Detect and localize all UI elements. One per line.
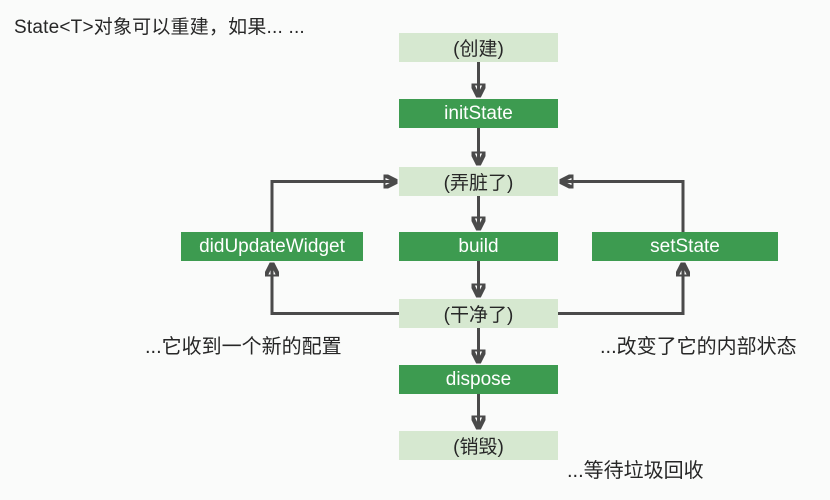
node-created: (创建) xyxy=(399,33,558,62)
node-clean: (干净了) xyxy=(399,299,558,328)
node-setstate: setState xyxy=(592,232,778,261)
annotation-garbage-collect: ...等待垃圾回收 xyxy=(567,460,704,482)
node-build: build xyxy=(399,232,558,261)
diagram-title: State<T>对象可以重建，如果... ... xyxy=(14,17,305,38)
arrow-clean-to-didupdatewidget xyxy=(272,264,399,315)
node-initstate: initState xyxy=(399,99,558,128)
arrow-setstate-to-dirty xyxy=(561,182,685,232)
arrow-didupdatewidget-to-dirty xyxy=(270,182,396,232)
node-destroyed: (销毁) xyxy=(399,431,558,460)
node-dirty: (弄脏了) xyxy=(399,167,558,196)
annotation-internal-state: ...改变了它的内部状态 xyxy=(600,336,797,358)
node-didupdatewidget: didUpdateWidget xyxy=(181,232,363,261)
annotation-new-configuration: ...它收到一个新的配置 xyxy=(145,336,342,358)
node-dispose: dispose xyxy=(399,365,558,394)
arrow-clean-to-setstate xyxy=(558,264,683,315)
